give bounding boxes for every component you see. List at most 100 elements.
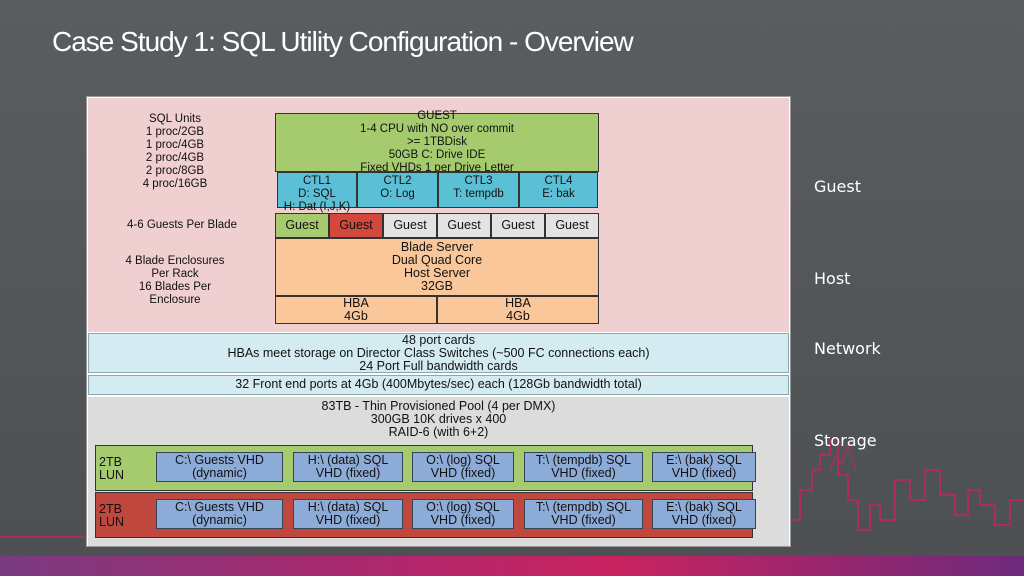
guest-slot-3: Guest [383, 213, 437, 238]
hba-line: 4Gb [344, 309, 368, 323]
controller-line: CTL4 [544, 175, 573, 187]
vhd-e-bak: E:\ (bak) SQL VHD (fixed) [652, 452, 756, 482]
enclosures-label: 4 Blade Enclosures Per Rack 16 Blades Pe… [105, 255, 245, 307]
vhd-line: C:\ Guests VHD [175, 500, 264, 514]
enclosures-line: Per Rack [151, 268, 199, 280]
guests-per-blade-label: 4-6 Guests Per Blade [127, 219, 237, 231]
blade-server-line: Dual Quad Core [391, 253, 483, 267]
guest-slot-label: Guest [393, 218, 427, 232]
sql-units-line: 4 proc/16GB [142, 178, 208, 190]
sql-units-label: SQL Units 1 proc/2GB 1 proc/4GB 2 proc/4… [105, 113, 245, 191]
controller-ctl2: CTL2 O: Log [357, 172, 438, 208]
lun-label-line: 2TB [99, 455, 122, 469]
network-line: 48 port cards [402, 333, 475, 347]
lun-label: 2TB LUN [99, 503, 124, 529]
vhd-e-bak: E:\ (bak) SQL VHD (fixed) [652, 499, 756, 529]
storage-line: 300GB 10K drives x 400 [370, 412, 507, 426]
guest-slot-label: Guest [447, 218, 481, 232]
guest-slot-label: Guest [339, 218, 373, 232]
lun-row-2: 2TB LUN C:\ Guests VHD (dynamic) H:\ (da… [95, 492, 756, 538]
sql-units-line: 2 proc/8GB [145, 165, 205, 177]
vhd-t-tempdb: T:\ (tempdb) SQL VHD (fixed) [524, 452, 643, 482]
lun-label-line: LUN [99, 468, 125, 482]
sql-units-line: 1 proc/2GB [145, 126, 205, 138]
controller-ctl3: CTL3 T: tempdb [438, 172, 519, 208]
guest-slot-label: Guest [285, 218, 319, 232]
blade-server-line: Blade Server [400, 240, 474, 254]
vhd-h-data: H:\ (data) SQL VHD (fixed) [293, 452, 403, 482]
vhd-line: VHD (fixed) [671, 466, 737, 480]
vhd-line: C:\ Guests VHD [175, 453, 264, 467]
storage-pool-text: 83TB - Thin Provisioned Pool (4 per DMX)… [88, 400, 789, 439]
vhd-line: VHD (fixed) [551, 513, 616, 527]
network-band [88, 333, 789, 373]
lun-label: 2TB LUN [99, 456, 124, 482]
controller-line: D: SQL [298, 188, 336, 200]
blade-server-box: Blade Server Dual Quad Core Host Server … [275, 238, 599, 296]
controller-line: T: tempdb [453, 188, 504, 200]
hba-box-2: HBA 4Gb [437, 296, 599, 324]
vhd-o-log: O:\ (log) SQL VHD (fixed) [412, 452, 514, 482]
architecture-diagram: SQL Units 1 proc/2GB 1 proc/4GB 2 proc/4… [86, 96, 791, 547]
sql-units-line: SQL Units [149, 113, 201, 125]
side-label-storage: Storage [814, 431, 877, 450]
vhd-line: VHD (fixed) [315, 513, 381, 527]
guest-slot-label: Guest [501, 218, 535, 232]
network-line: HBAs meet storage on Director Class Swit… [227, 346, 650, 360]
enclosures-line: 16 Blades Per [138, 281, 212, 293]
vhd-line: O:\ (log) SQL [426, 500, 500, 514]
vhd-line: E:\ (bak) SQL [666, 453, 742, 467]
vhd-line: T:\ (tempdb) SQL [535, 500, 632, 514]
enclosures-line: Enclosure [149, 294, 201, 306]
vhd-t-tempdb: T:\ (tempdb) SQL VHD (fixed) [524, 499, 643, 529]
vhd-line: (dynamic) [192, 466, 247, 480]
frontend-ports-text: 32 Front end ports at 4Gb (400Mbytes/sec… [235, 377, 642, 391]
vhd-h-data: H:\ (data) SQL VHD (fixed) [293, 499, 403, 529]
vhd-line: (dynamic) [192, 513, 247, 527]
storage-line: RAID-6 (with 6+2) [388, 425, 489, 439]
controller-ctl4: CTL4 E: bak [519, 172, 598, 208]
side-label-guest: Guest [814, 177, 861, 196]
vhd-line: O:\ (log) SQL [426, 453, 500, 467]
lun-label-line: 2TB [99, 502, 122, 516]
network-line: 24 Port Full bandwidth cards [359, 359, 518, 373]
sql-units-line: 1 proc/4GB [145, 139, 205, 151]
vhd-line: VHD (fixed) [315, 466, 381, 480]
controller-line: CTL3 [464, 175, 493, 187]
guest-spec-line: >= 1TBDisk [406, 136, 468, 148]
frontend-ports-band [88, 375, 789, 395]
guest-slot-1: Guest [275, 213, 329, 238]
vhd-line: H:\ (data) SQL [307, 453, 389, 467]
guest-spec-line: 1-4 CPU with NO over commit [359, 123, 514, 135]
guest-slot-6: Guest [545, 213, 599, 238]
lun-row-1: 2TB LUN C:\ Guests VHD (dynamic) H:\ (da… [95, 445, 756, 491]
vhd-c-guests: C:\ Guests VHD (dynamic) [156, 452, 283, 482]
controller-line: H: Dat (I,J,K) [283, 201, 351, 213]
vhd-line: VHD (fixed) [671, 513, 737, 527]
blade-server-line: 32GB [421, 279, 453, 293]
controller-line: O: Log [380, 188, 415, 200]
vhd-line: VHD (fixed) [551, 466, 616, 480]
storage-line: 83TB - Thin Provisioned Pool (4 per DMX) [321, 399, 556, 413]
guest-slot-4: Guest [437, 213, 491, 238]
sql-units-line: 2 proc/4GB [145, 152, 205, 164]
controller-line: E: bak [542, 188, 575, 200]
guest-slot-label: Guest [555, 218, 589, 232]
bottom-accent-bar [0, 556, 1024, 576]
vhd-line: VHD (fixed) [430, 466, 496, 480]
side-label-network: Network [814, 339, 881, 358]
hba-box-1: HBA 4Gb [275, 296, 437, 324]
vhd-line: E:\ (bak) SQL [666, 500, 742, 514]
guest-slot-2: Guest [329, 213, 383, 238]
enclosures-line: 4 Blade Enclosures [125, 255, 225, 267]
vhd-line: VHD (fixed) [430, 513, 496, 527]
blade-server-line: Host Server [404, 266, 470, 280]
vhd-line: T:\ (tempdb) SQL [535, 453, 632, 467]
hba-line: HBA [343, 296, 369, 310]
controller-ctl1: CTL1 D: SQL H: Dat (I,J,K) [277, 172, 357, 213]
controller-line: CTL2 [383, 175, 412, 187]
vhd-line: H:\ (data) SQL [307, 500, 389, 514]
guest-slot-5: Guest [491, 213, 545, 238]
guest-spec-line: Fixed VHDs 1 per Drive Letter [360, 162, 514, 174]
slide-title: Case Study 1: SQL Utility Configuration … [52, 26, 634, 57]
